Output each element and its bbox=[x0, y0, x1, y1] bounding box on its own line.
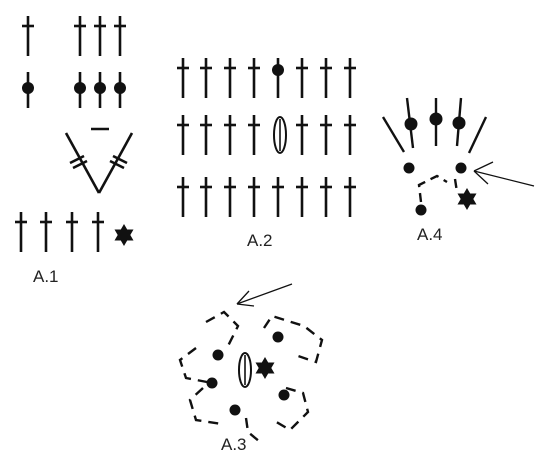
a3-dots bbox=[206, 331, 290, 416]
a1-v-shape bbox=[64, 132, 134, 194]
a2-row-1 bbox=[177, 58, 356, 98]
diagram-a3 bbox=[178, 283, 324, 443]
star-icon bbox=[255, 357, 275, 379]
label-a4: A.4 bbox=[417, 225, 443, 244]
a3-arrow-icon bbox=[236, 283, 293, 307]
label-a1: A.1 bbox=[33, 267, 59, 286]
a2-row-3 bbox=[177, 177, 356, 217]
label-a2: A.2 bbox=[247, 231, 273, 250]
star-icon bbox=[114, 224, 134, 246]
diagram-a4 bbox=[381, 97, 535, 216]
a4-arrow-icon bbox=[473, 161, 535, 187]
diagram-a1 bbox=[15, 16, 134, 252]
diagram-a2 bbox=[177, 58, 356, 217]
a4-fan bbox=[381, 97, 488, 154]
a1-dot-stitches bbox=[22, 72, 126, 108]
a3-center-group bbox=[238, 352, 252, 388]
a3-chain-loops bbox=[178, 310, 324, 443]
star-icon bbox=[457, 188, 477, 210]
label-a3: A.3 bbox=[221, 435, 247, 454]
a1-top-trebles bbox=[22, 16, 126, 56]
a1-bottom-trebles bbox=[15, 212, 104, 252]
a2-row-2 bbox=[177, 115, 356, 155]
a4-chain bbox=[403, 162, 467, 216]
